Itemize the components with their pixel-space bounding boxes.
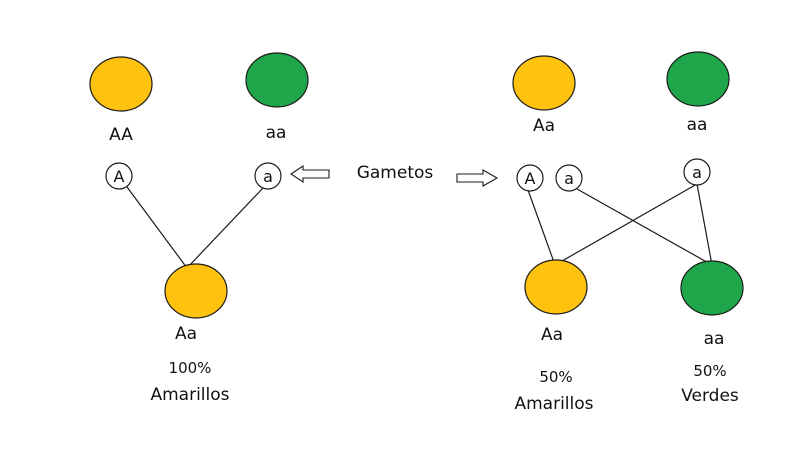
right-offspring-1-percent: 50%: [539, 368, 572, 386]
right-line-a2-to-aa: [696, 183, 713, 266]
gametes-label-group: Gametos: [290, 163, 499, 187]
gametes-label: Gametos: [357, 163, 434, 183]
right-line-A-to-Aa: [527, 189, 556, 266]
left-parent-1-genotype: AA: [109, 125, 133, 145]
left-pointing-arrow-icon: [290, 164, 330, 184]
cross-lines: [126, 183, 713, 269]
right-offspring-2-phenotype: Verdes: [681, 386, 739, 406]
left-parent-1-pea: [89, 56, 153, 112]
right-line-a1-to-aa: [576, 188, 713, 266]
right-pointing-arrow-icon: [456, 169, 499, 187]
right-gamete-A: A: [516, 164, 544, 192]
svg-text:a: a: [564, 169, 574, 188]
svg-text:A: A: [525, 169, 536, 188]
left-gamete-A: A: [105, 162, 133, 190]
svg-text:A: A: [114, 167, 125, 186]
right-gamete-a-1: a: [555, 164, 583, 192]
right-offspring-2-percent: 50%: [693, 362, 726, 380]
right-offspring-2-genotype: aa: [704, 329, 725, 349]
left-line-A-to-offspring: [126, 186, 188, 269]
right-parent-1-genotype: Aa: [533, 116, 555, 136]
right-offspring-2-pea: [680, 260, 744, 316]
right-offspring-1-phenotype: Amarillos: [514, 394, 593, 414]
left-gamete-a: a: [254, 162, 282, 190]
right-cross: Aa aa A a a Aa 50% Amarillos aa 50% Verd…: [512, 51, 744, 414]
right-parent-2-pea: [666, 51, 730, 107]
left-offspring-pea: [164, 263, 228, 319]
left-offspring-percent: 100%: [169, 359, 212, 377]
svg-text:a: a: [263, 167, 273, 186]
right-parent-2-genotype: aa: [687, 115, 708, 135]
right-offspring-1-genotype: Aa: [541, 325, 563, 345]
left-cross: AA aa A a Aa 100% Amarillos: [89, 52, 309, 405]
left-line-a-to-offspring: [186, 187, 264, 269]
left-parent-2-genotype: aa: [266, 123, 287, 143]
right-offspring-1-pea: [524, 259, 588, 315]
right-gamete-a-2: a: [683, 158, 711, 186]
left-offspring-genotype: Aa: [175, 324, 197, 344]
left-parent-2-pea: [245, 52, 309, 108]
right-line-a2-to-Aa: [554, 183, 698, 266]
right-parent-1-pea: [512, 55, 576, 111]
svg-text:a: a: [692, 163, 702, 182]
left-offspring-phenotype: Amarillos: [150, 385, 229, 405]
